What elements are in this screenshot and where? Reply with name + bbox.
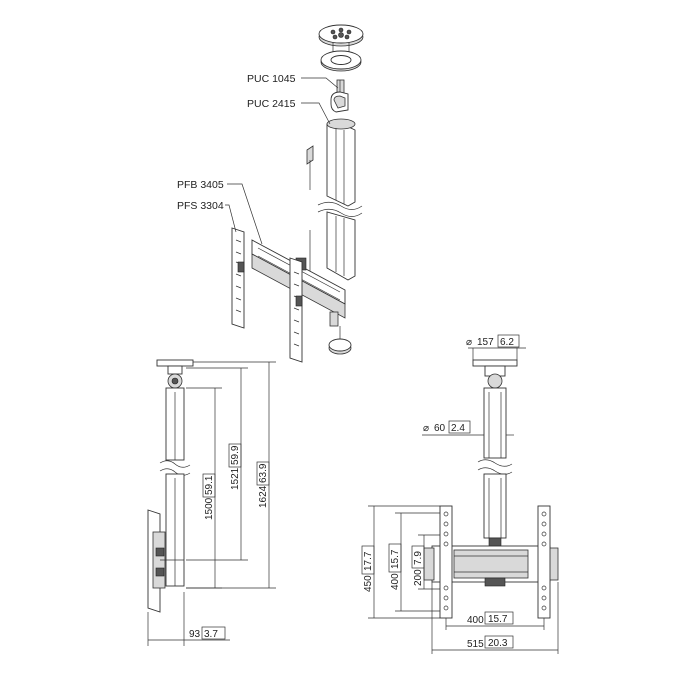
leader-pfb-3405 bbox=[227, 183, 263, 245]
pfs-3304-right-strip bbox=[289, 257, 303, 363]
dim-515-value: 515 bbox=[467, 639, 484, 650]
front-view-left-strip bbox=[439, 505, 453, 619]
dim-200-inch: 7.9 bbox=[413, 551, 424, 565]
dim-1500-value: 1500 bbox=[204, 497, 215, 520]
dim-93-value: 93 bbox=[189, 629, 201, 640]
dim-60-inch: 2.4 bbox=[451, 423, 465, 434]
dim-400h-value: 400 bbox=[390, 573, 401, 590]
dim-200-value: 200 bbox=[413, 569, 424, 586]
side-view: 1500 59.1 1521 59.9 1624 63.9 93 3.7 bbox=[147, 359, 276, 646]
dim-93-inch: 3.7 bbox=[204, 629, 218, 640]
dim-1624-inch: 63.9 bbox=[258, 463, 269, 483]
dim-400h-inch: 15.7 bbox=[390, 549, 401, 569]
label-pfb-3405: PFB 3405 bbox=[177, 179, 224, 191]
label-puc-1045: PUC 1045 bbox=[247, 73, 296, 85]
leader-pfs-3304 bbox=[225, 204, 237, 233]
diameter-symbol-157: ⌀ bbox=[466, 337, 472, 348]
front-view: ⌀ 157 6.2 ⌀ 60 2.4 450 17.7 400 15.7 bbox=[361, 334, 559, 654]
dim-515-inch: 20.3 bbox=[488, 638, 508, 649]
dim-400w-value: 400 bbox=[467, 615, 484, 626]
diameter-symbol-60: ⌀ bbox=[423, 423, 429, 434]
tube-break-mark-lower bbox=[317, 208, 363, 217]
dim-157-inch: 6.2 bbox=[500, 337, 514, 348]
pfs-3304-left-strip bbox=[231, 227, 245, 329]
end-cap bbox=[328, 326, 352, 355]
front-view-right-strip bbox=[537, 505, 551, 619]
dim-157-value: 157 bbox=[477, 337, 494, 348]
dim-60-value: 60 bbox=[434, 423, 446, 434]
tube-break-mark bbox=[317, 201, 363, 210]
puc-2415-tube bbox=[306, 118, 356, 207]
ceiling-plate bbox=[318, 24, 364, 72]
label-pfs-3304: PFS 3304 bbox=[177, 200, 224, 212]
leader-puc-1045 bbox=[301, 77, 339, 89]
exploded-view: PUC 1045 PUC 2415 PFB 3405 PFS 3304 bbox=[177, 24, 364, 363]
dim-1500-inch: 59.1 bbox=[204, 475, 215, 495]
dim-450-value: 450 bbox=[363, 575, 374, 592]
label-puc-2415: PUC 2415 bbox=[247, 98, 296, 110]
dim-1624-value: 1624 bbox=[258, 485, 269, 508]
dim-1521-value: 1521 bbox=[230, 467, 241, 490]
puc-1045-connector bbox=[330, 79, 349, 113]
dim-450-inch: 17.7 bbox=[363, 551, 374, 571]
dim-1521-inch: 59.9 bbox=[230, 445, 241, 465]
lower-tube bbox=[309, 211, 356, 281]
leader-puc-2415 bbox=[301, 102, 331, 125]
dim-400w-inch: 15.7 bbox=[488, 614, 508, 625]
